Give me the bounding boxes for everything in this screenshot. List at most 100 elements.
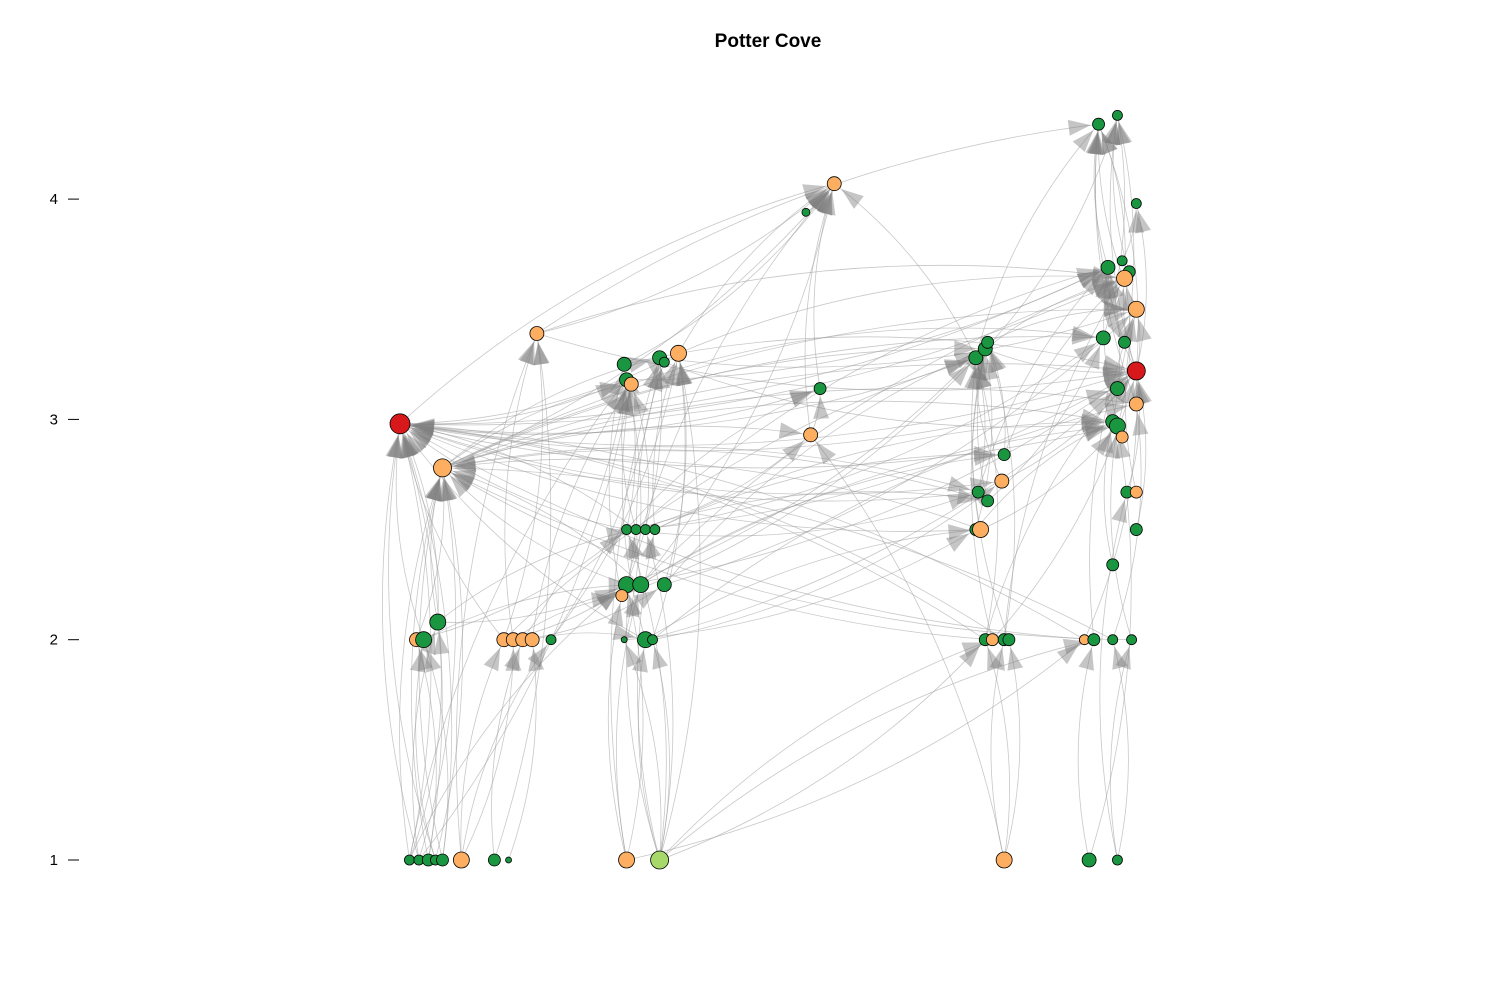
network-edge [399,278,1125,426]
edge-arrowhead [1076,271,1100,289]
network-edge [1112,639,1129,861]
edge-arrowhead [1104,300,1127,317]
network-edge [504,333,538,640]
edge-arrowhead [386,435,403,459]
edge-arrowhead [411,427,435,444]
network-node [505,856,512,864]
network-edge [987,308,1137,343]
network-edge [503,333,543,640]
network-edge [610,357,660,861]
edge-arrowhead [1104,402,1128,419]
edge-arrowhead [789,391,813,408]
edge-arrowhead [617,393,634,417]
edge-arrowhead [1107,316,1130,338]
network-edge [442,308,1137,469]
network-node [972,521,989,538]
edge-arrowhead [664,363,681,387]
network-edge [437,529,637,623]
network-node [670,344,687,362]
network-edge [624,336,1137,372]
network-node [1130,198,1142,209]
edge-arrowhead [594,588,618,606]
edge-arrowhead [1085,389,1109,405]
network-edge [460,639,552,861]
edge-arrowhead [676,363,692,387]
network-node [404,854,415,866]
network-edge [1077,639,1095,861]
network-edge [975,357,986,493]
network-edge [626,370,1137,586]
network-edge [624,529,977,641]
network-edge [678,183,835,354]
edge-arrowhead [943,360,968,376]
edge-arrowhead [409,649,426,673]
edge-arrowhead [964,366,981,390]
edge-arrowhead [975,366,992,390]
edge-arrowhead [1092,268,1115,285]
edge-arrowhead [400,435,417,459]
edge-arrowhead [816,192,832,216]
edge-arrowhead [596,590,619,611]
network-edge [678,275,1125,354]
network-node [1118,335,1131,349]
network-edge [804,183,835,435]
edge-arrowhead [778,422,802,439]
network-edge [813,183,835,389]
edge-arrowhead [1088,394,1111,416]
edge-arrowhead [599,534,622,555]
network-node [1100,259,1116,275]
network-edge [410,467,443,861]
edge-arrowhead [988,349,1004,374]
edge-arrowhead [1135,210,1151,234]
network-edge [550,353,679,640]
edge-arrowhead [411,419,435,436]
network-edge [1089,309,1137,640]
edge-arrowhead [1104,300,1127,317]
edge-arrowhead [1136,318,1152,343]
edge-arrowhead [652,646,668,670]
edge-arrowhead [1087,132,1104,155]
edge-arrowhead [628,536,644,560]
edge-arrowhead [505,648,522,671]
network-edge [415,639,436,861]
network-edge [395,423,424,640]
edge-arrowhead [645,536,662,560]
network-edge [409,379,627,861]
network-edge [423,584,641,641]
edge-arrowhead [1102,365,1126,382]
network-node [1002,633,1016,647]
edge-arrowhead [627,357,651,373]
network-edge [1112,403,1142,640]
edge-arrowhead [647,368,663,393]
network-edge [442,400,1113,469]
network-edge [652,639,670,861]
y-tick-label: 4 [50,191,58,208]
edge-arrowhead [596,590,619,611]
network-edge [442,425,811,469]
network-node [630,524,642,535]
network-edge [640,454,1005,585]
edge-arrowhead [1081,413,1104,430]
network-edge [399,352,679,425]
edge-arrowhead [411,422,435,438]
edge-arrowhead [1085,132,1102,156]
edge-arrowhead [437,478,454,502]
edge-arrowhead [441,478,458,502]
edge-arrowhead [632,649,648,673]
network-edge [536,183,835,334]
edge-arrowhead [599,381,623,398]
network-node [801,207,811,217]
network-edge [399,423,637,530]
network-edge [626,639,1085,861]
edge-arrowhead [1114,122,1131,146]
edge-arrowhead [1108,276,1124,300]
network-node [429,613,447,631]
edge-arrowhead [1101,122,1118,146]
edge-arrowhead [1128,210,1145,233]
network-edge [645,529,981,641]
network-edge [503,357,976,640]
network-node [389,413,411,435]
network-edge [987,342,1016,640]
